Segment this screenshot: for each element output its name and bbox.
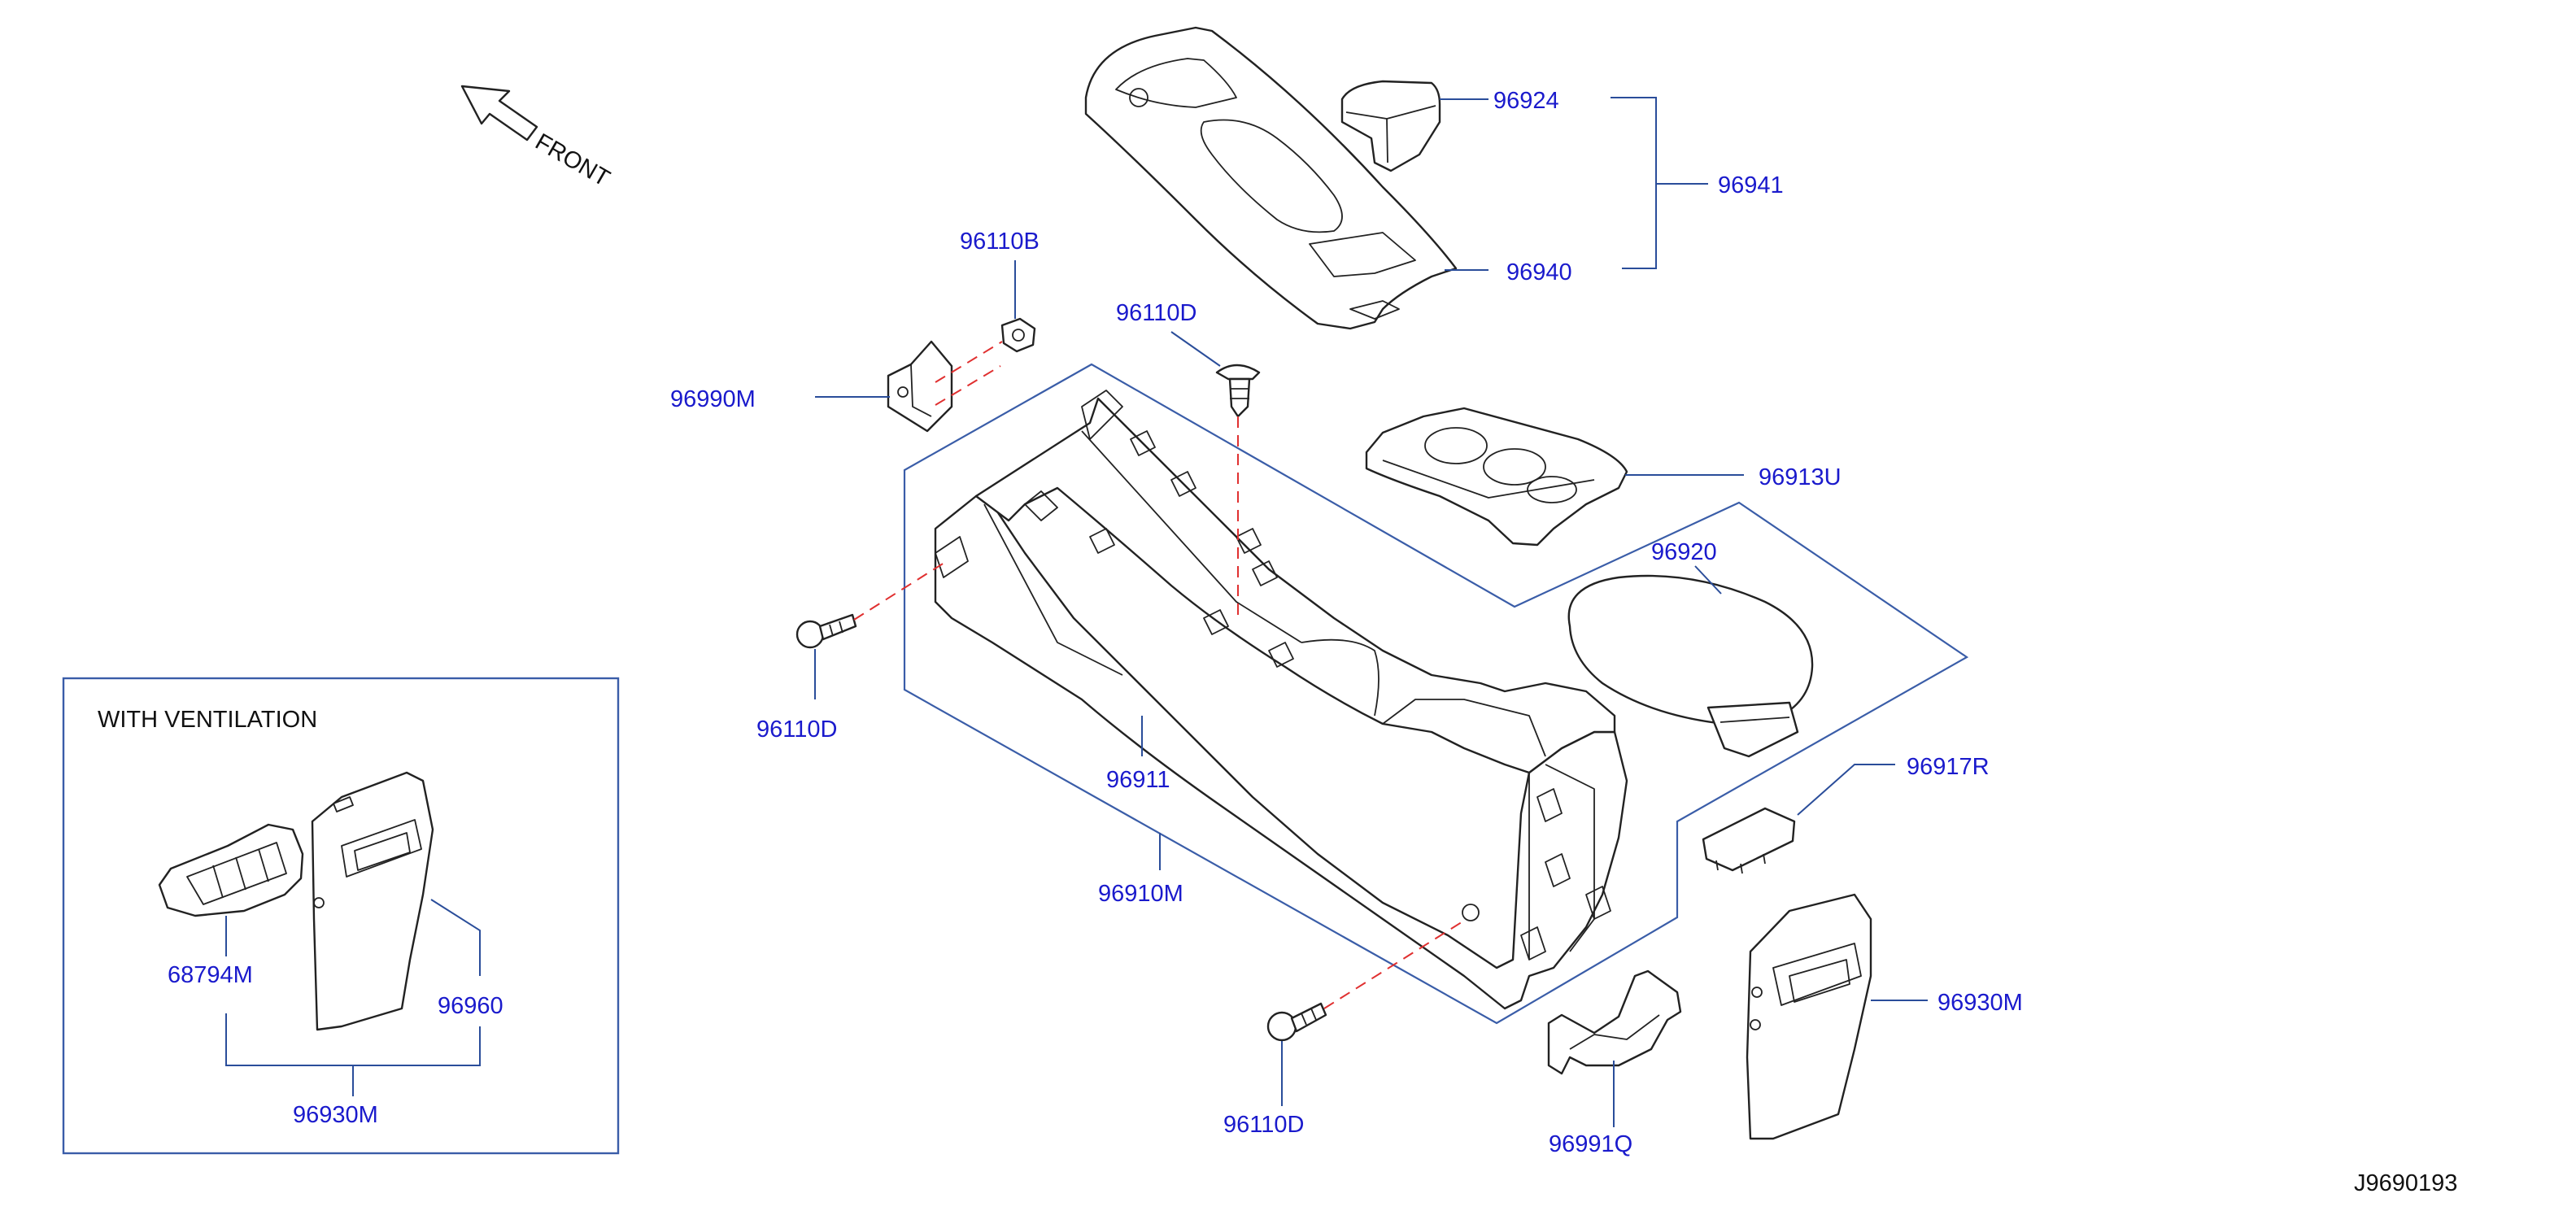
front-arrow-icon	[460, 85, 538, 142]
ventilation-inset-frame	[62, 677, 620, 1155]
label-96924[interactable]: 96924	[1493, 88, 1559, 114]
screw-96110D-bottom	[1266, 1002, 1327, 1042]
console-finisher-96940	[1084, 26, 1458, 330]
rear-panel-96960	[311, 771, 434, 1031]
label-96941[interactable]: 96941	[1718, 172, 1784, 198]
label-96940[interactable]: 96940	[1506, 259, 1572, 285]
label-96110B[interactable]: 96110B	[960, 229, 1040, 255]
front-label: FRONT	[531, 129, 615, 192]
vent-grille-68794M	[158, 823, 304, 917]
label-96110D-top[interactable]: 96110D	[1116, 300, 1196, 326]
screw-96110D-left	[795, 613, 857, 649]
part-96917R	[1702, 807, 1796, 874]
clip-screw-96110D-top	[1215, 364, 1261, 418]
console-body-96911	[934, 390, 1628, 1010]
armrest-96920	[1567, 574, 1814, 758]
diagram-code: J9690193	[2354, 1170, 2457, 1196]
label-96913U[interactable]: 96913U	[1759, 464, 1842, 490]
label-96930M-inset[interactable]: 96930M	[293, 1102, 378, 1128]
group-outline-96910M	[903, 363, 1969, 1025]
label-96960[interactable]: 96960	[438, 993, 503, 1019]
label-96991Q[interactable]: 96991Q	[1549, 1131, 1632, 1157]
label-68794M[interactable]: 68794M	[168, 962, 253, 988]
label-96920[interactable]: 96920	[1651, 539, 1717, 565]
label-96110D-left[interactable]: 96110D	[756, 717, 837, 743]
cup-holder-96913U	[1365, 407, 1628, 547]
label-96930M-right[interactable]: 96930M	[1937, 990, 2023, 1016]
hidden-lines	[853, 341, 1465, 1009]
leader-lines	[225, 97, 1928, 1127]
nut-96110B	[1000, 317, 1036, 353]
label-96910M[interactable]: 96910M	[1098, 881, 1183, 907]
label-96917R[interactable]: 96917R	[1907, 754, 1990, 780]
bracket-96991Q	[1547, 969, 1682, 1075]
label-96990M[interactable]: 96990M	[670, 386, 756, 412]
label-96911[interactable]: 96911	[1106, 767, 1170, 793]
label-96110D-bottom[interactable]: 96110D	[1223, 1112, 1304, 1138]
inset-title: WITH VENTILATION	[98, 707, 317, 733]
bracket-96990M	[887, 340, 953, 433]
lid-96924	[1340, 80, 1441, 172]
rear-panel-96930M-right	[1746, 893, 1872, 1140]
